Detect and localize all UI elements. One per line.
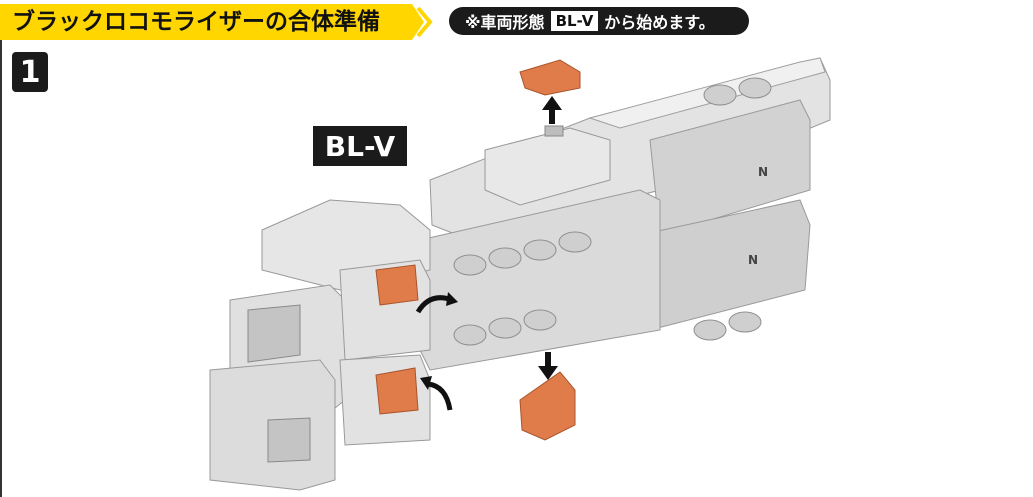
mode-label: BL-V bbox=[313, 126, 407, 166]
part-mark-upper: N bbox=[758, 165, 768, 179]
banner-shape bbox=[0, 4, 433, 40]
step-number: 1 bbox=[12, 52, 48, 92]
top-peg bbox=[544, 125, 564, 137]
arrow-down-icon bbox=[538, 352, 558, 380]
curve-arrow-icon bbox=[427, 381, 453, 411]
front-face-lower bbox=[267, 417, 311, 463]
note-prefix: ※車両形態 bbox=[465, 13, 545, 32]
part-mark-lower: N bbox=[748, 253, 758, 267]
orange-part-top bbox=[519, 59, 581, 96]
wheel-row-lower bbox=[453, 309, 762, 346]
orange-part-bottom bbox=[519, 371, 576, 441]
front-face-upper bbox=[247, 304, 301, 363]
title-banner: ブラックロコモライザーの合体準備 bbox=[0, 4, 436, 40]
top-turret bbox=[484, 127, 611, 206]
note-suffix: から始めます。 bbox=[604, 13, 715, 32]
wheel-row-upper bbox=[453, 77, 772, 276]
start-mode-note: ※車両形態 BL-V から始めます。 bbox=[449, 7, 749, 35]
arrow-up-icon bbox=[542, 96, 562, 124]
orange-clip-lower bbox=[375, 367, 419, 415]
note-badge: BL-V bbox=[550, 11, 599, 31]
page-title: ブラックロコモライザーの合体準備 bbox=[12, 9, 380, 35]
orange-clip-upper bbox=[375, 264, 419, 306]
